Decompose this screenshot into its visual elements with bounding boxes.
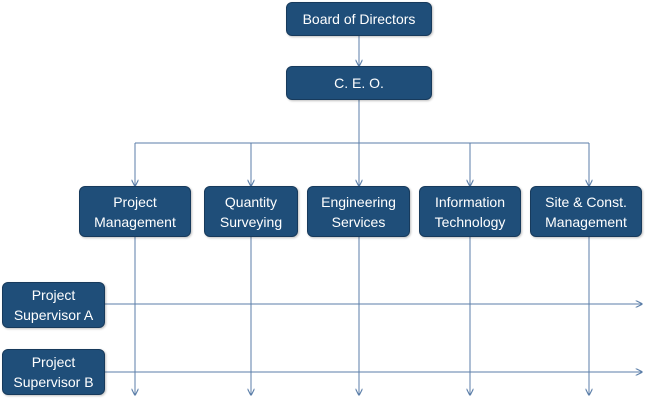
dept-information-technology-box: Information Technology — [419, 186, 521, 237]
board-of-directors-label: Board of Directors — [302, 11, 416, 27]
supervisor-label-line2: Supervisor B — [13, 374, 94, 390]
dept-label-line2: Management — [545, 213, 627, 230]
dept-quantity-surveying-box: Quantity Surveying — [204, 186, 298, 237]
dept-label-line2: Management — [94, 213, 176, 230]
dept-label-line2: Technology — [434, 213, 506, 230]
ceo-box: C. E. O. — [286, 66, 432, 100]
dept-label-line2: Services — [331, 213, 386, 230]
dept-label-line1: Project — [113, 193, 157, 210]
project-supervisor-a-box: Project Supervisor A — [2, 282, 105, 328]
ceo-label: C. E. O. — [334, 75, 384, 91]
board-of-directors-box: Board of Directors — [286, 2, 432, 36]
dept-project-management-box: Project Management — [79, 186, 191, 237]
supervisor-label-line1: Project — [31, 287, 76, 303]
dept-label-line1: Site & Const. — [545, 193, 627, 210]
dept-label-line2: Surveying — [219, 213, 283, 230]
dept-label-line1: Quantity — [224, 193, 278, 210]
dept-label-line1: Information — [434, 193, 506, 210]
supervisor-label-line2: Supervisor A — [13, 307, 94, 323]
dept-engineering-services-box: Engineering Services — [307, 186, 410, 237]
project-supervisor-b-box: Project Supervisor B — [2, 349, 105, 395]
dept-site-const-management-box: Site & Const. Management — [530, 186, 642, 237]
dept-label-line1: Engineering — [321, 193, 396, 210]
supervisor-label-line1: Project — [31, 354, 76, 370]
